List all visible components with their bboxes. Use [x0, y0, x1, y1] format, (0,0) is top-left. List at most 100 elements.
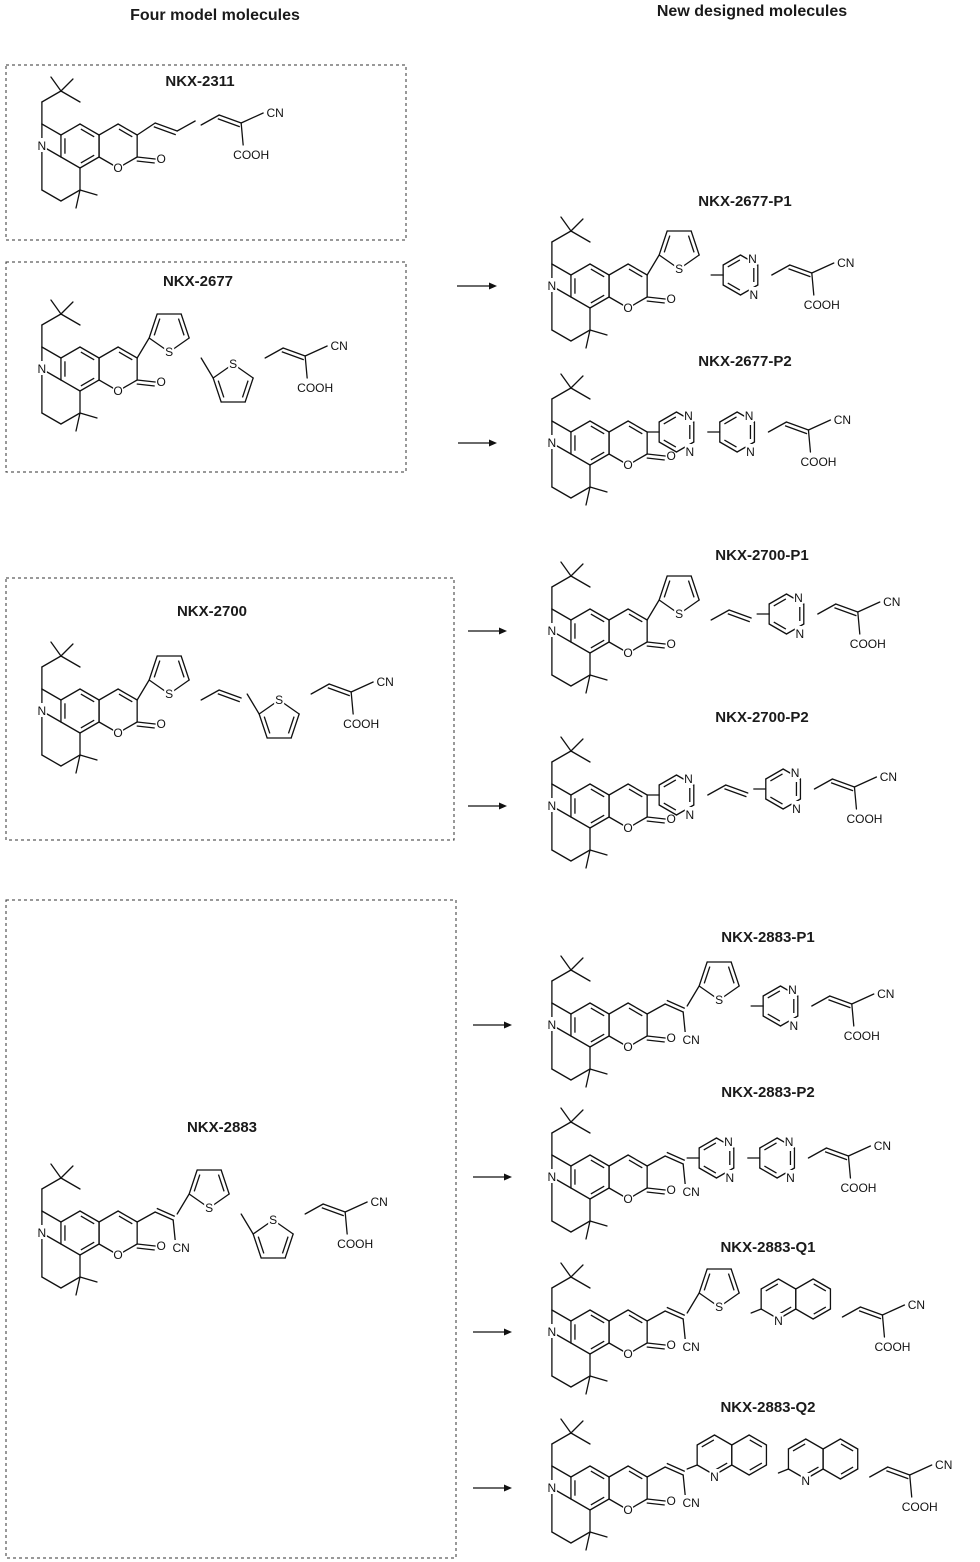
- carbonyl-oxygen-label: O: [156, 375, 165, 389]
- ring-oxygen-label: O: [623, 1040, 632, 1054]
- donor-core: OON: [36, 76, 167, 209]
- carboxylic-acid-label: COOH: [846, 812, 882, 826]
- amine-nitrogen-label: N: [548, 1325, 557, 1339]
- arrow-2883-q2: [473, 1484, 512, 1492]
- pyrimidine-nitrogen-label: N: [748, 252, 757, 266]
- designed-name-nkx-2883-q1: NKX-2883-Q1: [720, 1239, 815, 1256]
- model-name-nkx-2311: NKX-2311: [165, 73, 234, 90]
- arrow-2883-q1: [473, 1328, 512, 1336]
- cyano-vinyl: CN: [646, 1306, 701, 1354]
- model-name-nkx-2677: NKX-2677: [163, 273, 233, 290]
- ring-oxygen-label: O: [113, 384, 122, 398]
- pyrimidine-nitrogen-label: N: [745, 409, 754, 423]
- pyrimidine-ring: NN: [747, 1134, 796, 1185]
- cyano-label: CN: [172, 1241, 189, 1255]
- model-name-nkx-2700: NKX-2700: [177, 603, 247, 620]
- carbonyl-oxygen-label: O: [666, 1494, 675, 1508]
- right-column-heading: New designed molecules: [657, 3, 847, 20]
- carbonyl-oxygen-label: O: [666, 1031, 675, 1045]
- designed-name-nkx-2883-p2: NKX-2883-P2: [721, 1084, 814, 1101]
- donor-core: OON: [546, 736, 677, 869]
- ring-oxygen-label: O: [623, 458, 632, 472]
- carbonyl-oxygen-label: O: [156, 717, 165, 731]
- carboxylic-acid-label: COOH: [902, 1500, 938, 1514]
- model-name-nkx-2883: NKX-2883: [187, 1119, 257, 1136]
- cyano-vinyl: CN: [646, 1462, 701, 1510]
- pyrimidine-nitrogen-label: N: [749, 288, 758, 302]
- pyrimidine-nitrogen-label: N: [746, 445, 755, 459]
- pyrimidine-nitrogen-label: N: [785, 1135, 794, 1149]
- pyrimidine-ring: NN: [686, 1134, 735, 1185]
- designed-name-nkx-2883-p1: NKX-2883-P1: [721, 929, 814, 946]
- sulfur-label: S: [165, 687, 173, 701]
- amine-nitrogen-label: N: [548, 436, 557, 450]
- pyrimidine-ring: NN: [750, 982, 799, 1033]
- sulfur-label: S: [205, 1201, 213, 1215]
- ring-oxygen-label: O: [113, 161, 122, 175]
- sulfur-label: S: [269, 1213, 277, 1227]
- ring-oxygen-label: O: [623, 646, 632, 660]
- pyrimidine-nitrogen-label: N: [725, 1171, 734, 1185]
- ring-oxygen-label: O: [623, 821, 632, 835]
- amine-nitrogen-label: N: [548, 1018, 557, 1032]
- cyano-label: CN: [682, 1496, 699, 1510]
- donor-core: OON: [546, 561, 677, 694]
- thiophene-ring: S: [686, 961, 740, 1007]
- donor-core: OON: [36, 1163, 167, 1296]
- designed-name-nkx-2677-p2: NKX-2677-P2: [698, 353, 791, 370]
- donor-core: OON: [546, 373, 677, 506]
- arrow-2883-p2: [473, 1173, 512, 1181]
- ring-oxygen-label: O: [623, 1503, 632, 1517]
- pyrimidine-ring: NN: [646, 771, 695, 822]
- quinoline-nitrogen-label: N: [801, 1474, 810, 1488]
- sulfur-label: S: [275, 693, 283, 707]
- pyrimidine-ring: NN: [646, 408, 695, 459]
- carboxylic-acid-label: COOH: [840, 1181, 876, 1195]
- pyrimidine-ring: NN: [710, 251, 759, 302]
- pyrimidine-nitrogen-label: N: [792, 802, 801, 816]
- ring-oxygen-label: O: [113, 726, 122, 740]
- carboxylic-acid-label: COOH: [804, 298, 840, 312]
- thiophene-ring: S: [686, 1268, 740, 1314]
- acceptor-cyano-label: CN: [837, 256, 854, 270]
- ring-oxygen-label: O: [623, 301, 632, 315]
- diene-bridge: [136, 120, 196, 136]
- carboxylic-acid-label: COOH: [343, 717, 379, 731]
- pyrimidine-nitrogen-label: N: [791, 766, 800, 780]
- vinylene-bridge: [200, 689, 242, 703]
- model-box-nkx-2311: [5, 64, 407, 241]
- donor-core: OON: [546, 216, 677, 349]
- carboxylic-acid-label: COOH: [844, 1029, 880, 1043]
- designed-name-nkx-2700-p1: NKX-2700-P1: [715, 547, 808, 564]
- carboxylic-acid-label: COOH: [297, 381, 333, 395]
- cyano-label: CN: [682, 1340, 699, 1354]
- amine-nitrogen-label: N: [38, 704, 47, 718]
- quinoline-nitrogen-label: N: [710, 1470, 719, 1484]
- arrow-2700-p2: [468, 802, 507, 810]
- acceptor-cyano-label: CN: [880, 770, 897, 784]
- sulfur-label: S: [165, 345, 173, 359]
- ring-oxygen-label: O: [623, 1347, 632, 1361]
- pyrimidine-nitrogen-label: N: [795, 627, 804, 641]
- donor-core: O O N: [36, 641, 167, 774]
- pyrimidine-nitrogen-label: N: [789, 1019, 798, 1033]
- pyrimidine-nitrogen-label: N: [685, 808, 694, 822]
- left-column-heading: Four model molecules: [130, 7, 300, 24]
- amine-nitrogen-label: N: [548, 279, 557, 293]
- model-box-nkx-2677: [5, 261, 407, 473]
- pyrimidine-nitrogen-label: N: [724, 1135, 733, 1149]
- amine-nitrogen-label: N: [548, 624, 557, 638]
- acceptor-cyano-label: CN: [834, 413, 851, 427]
